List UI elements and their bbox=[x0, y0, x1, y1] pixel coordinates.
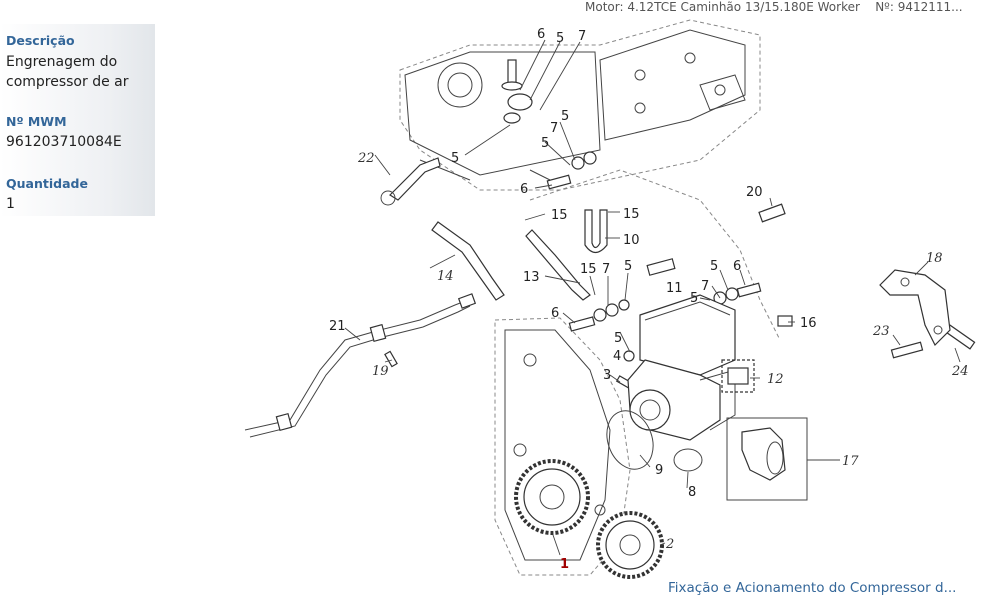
timing-case bbox=[494, 317, 631, 576]
callout-13: 13 bbox=[523, 270, 540, 285]
callout-7: 7 bbox=[550, 121, 558, 136]
callout-6: 6 bbox=[537, 27, 545, 42]
motor-label: Motor: bbox=[585, 0, 624, 14]
callout-5: 5 bbox=[451, 151, 459, 166]
part-number-value: 9412111... bbox=[897, 0, 963, 14]
quantidade-label: Quantidade bbox=[6, 176, 88, 191]
callout-7: 7 bbox=[578, 29, 586, 44]
part-number-label: Nº: bbox=[875, 0, 894, 14]
hose-13 bbox=[525, 229, 591, 301]
info-panel: Descrição Engrenagem do compressor de ar… bbox=[0, 24, 155, 216]
callout-15: 15 bbox=[551, 208, 568, 223]
callout-11: 11 bbox=[666, 281, 683, 296]
hose-10 bbox=[584, 209, 608, 254]
callout-labels: 6 5 7 5 7 5 5 22 6 15 15 10 20 14 13 15 … bbox=[329, 27, 969, 572]
callout-6: 6 bbox=[551, 306, 559, 321]
leader-lines bbox=[344, 39, 961, 556]
callout-5: 5 bbox=[556, 31, 564, 46]
callout-15: 15 bbox=[580, 262, 597, 277]
callout-21: 21 bbox=[329, 319, 346, 334]
fittings bbox=[384, 59, 976, 391]
header-bar: Motor: 4.12TCE Caminhão 13/15.180E Worke… bbox=[585, 0, 1000, 18]
callout-17: 17 bbox=[842, 454, 859, 469]
hoses bbox=[244, 157, 781, 438]
descricao-label: Descrição bbox=[6, 33, 75, 48]
callout-5: 5 bbox=[614, 331, 622, 346]
mwm-label: Nº MWM bbox=[6, 114, 67, 129]
air-compressor bbox=[627, 294, 755, 441]
callout-2: 2 bbox=[665, 537, 674, 552]
callout-18: 18 bbox=[926, 251, 943, 266]
callout-3: 3 bbox=[603, 368, 611, 383]
callout-4: 4 bbox=[613, 349, 621, 364]
callout-6: 6 bbox=[520, 182, 528, 197]
callout-7: 7 bbox=[602, 262, 610, 277]
callout-10: 10 bbox=[623, 233, 640, 248]
callout-9: 9 bbox=[655, 463, 663, 478]
callout-19: 19 bbox=[372, 364, 389, 379]
callout-22: 22 bbox=[357, 151, 375, 166]
detail-box-17 bbox=[726, 417, 840, 501]
seals bbox=[606, 410, 703, 472]
callout-15: 15 bbox=[623, 207, 640, 222]
callout-6: 6 bbox=[733, 259, 741, 274]
motor-value: 4.12TCE Caminhão 13/15.180E Worker bbox=[627, 0, 860, 14]
callout-5: 5 bbox=[690, 291, 698, 306]
bracket-18 bbox=[879, 269, 951, 347]
gear-1 bbox=[514, 459, 590, 535]
mwm-value: 961203710084E bbox=[6, 134, 122, 150]
callout-5: 5 bbox=[710, 259, 718, 274]
callout-16: 16 bbox=[800, 316, 817, 331]
callout-1-highlighted[interactable]: 1 bbox=[560, 557, 569, 572]
hose-14 bbox=[431, 221, 505, 301]
callout-20: 20 bbox=[746, 185, 763, 200]
section-link[interactable]: Fixação e Acionamento do Compressor d... bbox=[668, 580, 957, 596]
callout-7: 7 bbox=[701, 279, 709, 294]
callout-8: 8 bbox=[688, 485, 696, 500]
descricao-value: Engrenagem do compressor de ar bbox=[6, 54, 129, 90]
callout-23: 23 bbox=[872, 324, 890, 339]
callout-12: 12 bbox=[767, 372, 784, 387]
callout-5: 5 bbox=[541, 136, 549, 151]
callout-5: 5 bbox=[624, 259, 632, 274]
callout-5: 5 bbox=[561, 109, 569, 124]
callout-24: 24 bbox=[951, 364, 969, 379]
callout-14: 14 bbox=[437, 269, 454, 284]
quantidade-value: 1 bbox=[6, 196, 15, 212]
hose-22 bbox=[389, 157, 441, 201]
gear-2 bbox=[596, 511, 664, 579]
